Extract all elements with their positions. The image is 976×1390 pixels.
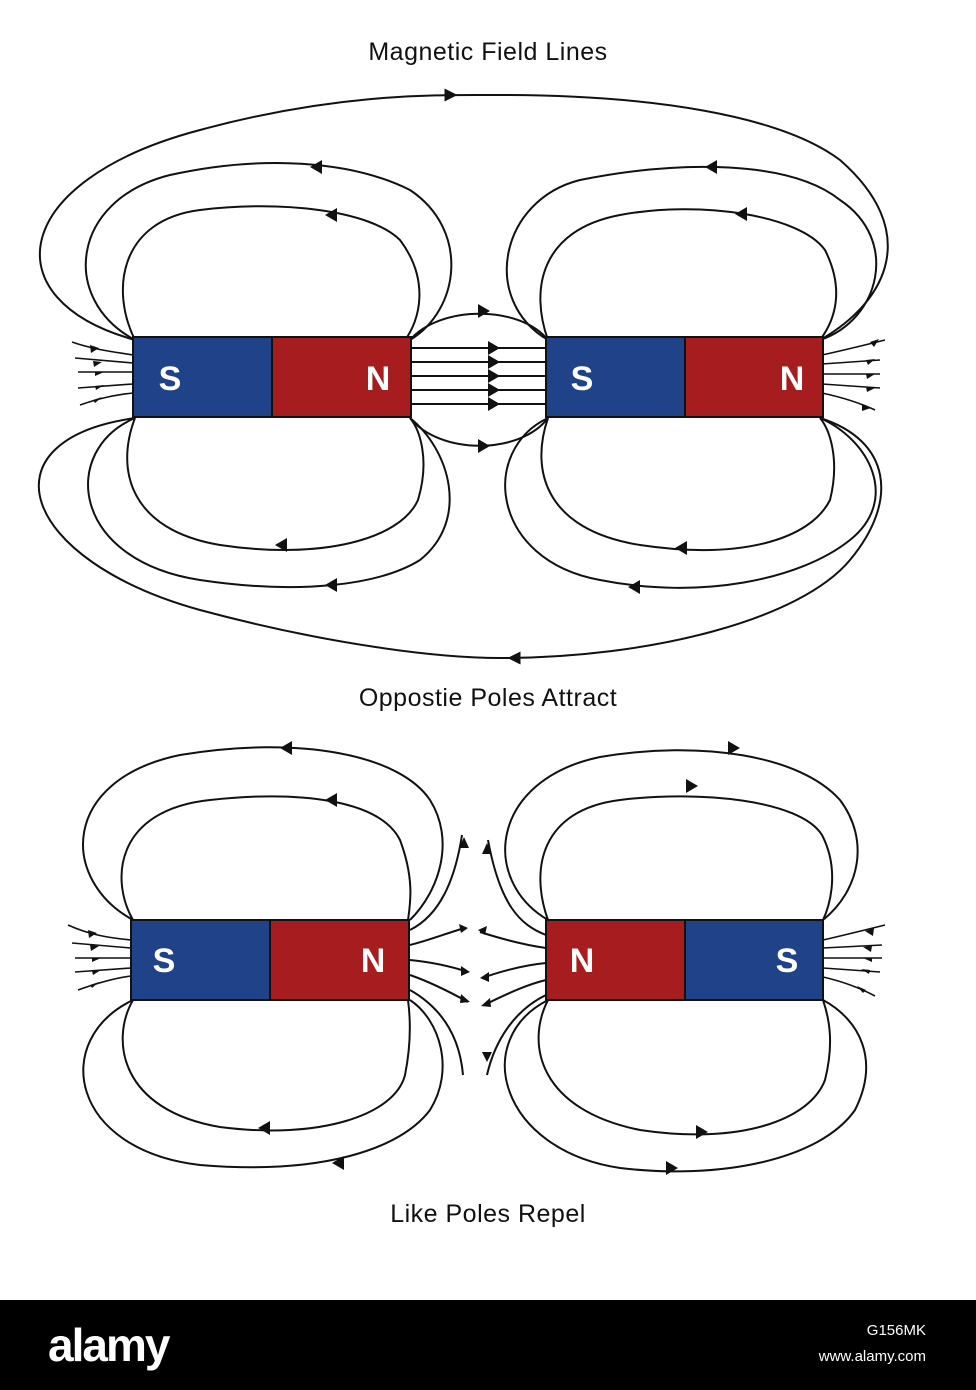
- pole-label: S: [776, 942, 799, 980]
- attract-end-arrows: [90, 339, 879, 411]
- diagram-title: Magnetic Field Lines: [368, 38, 608, 66]
- pole-label: S: [571, 360, 594, 398]
- pole-label: S: [153, 942, 176, 980]
- pole-label: N: [361, 942, 386, 980]
- attract-end-lines: [71, 339, 886, 411]
- repel-end-lines: [67, 924, 886, 997]
- attract-arrows: [275, 160, 747, 594]
- repel-magnet-left: S N: [130, 919, 410, 1001]
- field-diagram: S N S N: [37, 88, 889, 1175]
- pole-label: N: [570, 942, 595, 980]
- watermark-footer: [0, 1300, 976, 1390]
- field-line-outer-bottom: [37, 417, 883, 660]
- attract-magnet-right: S N: [545, 336, 824, 418]
- field-line-outer-top: [39, 93, 889, 341]
- alamy-logo: alamy: [48, 1319, 170, 1371]
- repel-magnet-right: N S: [545, 919, 824, 1001]
- repel-caption: Like Poles Repel: [390, 1200, 586, 1228]
- diagram-canvas: Magnetic Field Lines Oppostie Poles Attr…: [37, 38, 889, 1228]
- repel-end-arrows: [88, 928, 874, 993]
- attract-magnet-left: S N: [132, 336, 412, 418]
- attract-caption: Oppostie Poles Attract: [358, 684, 618, 712]
- repel-arrows: [258, 741, 740, 1175]
- pole-label: N: [780, 360, 805, 398]
- pole-label: S: [159, 360, 182, 398]
- pole-label: N: [366, 360, 391, 398]
- image-code: G156MK: [866, 1322, 926, 1339]
- site-url: www.alamy.com: [818, 1348, 926, 1365]
